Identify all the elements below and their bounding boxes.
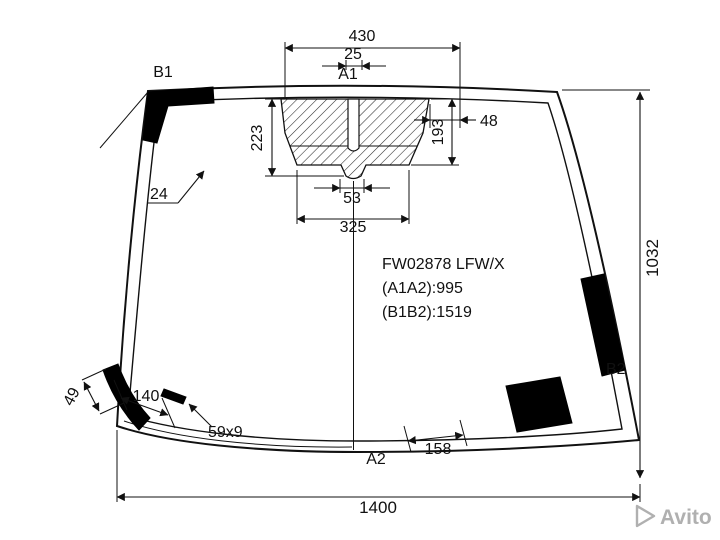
dim-24-label: 24: [150, 186, 168, 203]
windshield-lower-contour: [123, 420, 353, 448]
dim-1400: 1400: [116, 430, 641, 517]
point-b2-label: B2: [606, 361, 626, 378]
dim-48: 48: [414, 104, 498, 130]
windshield-glass: [99, 84, 641, 454]
dim-1032-label: 1032: [643, 239, 662, 277]
dim-25: 25: [322, 46, 386, 71]
dim-48-label: 48: [480, 113, 498, 130]
a1a2-distance: (A1A2):995: [382, 280, 463, 297]
mirror-bracket: [347, 98, 360, 152]
corner-reference-line: [99, 91, 149, 149]
dim-158-label: 158: [425, 441, 452, 458]
dim-193-label: 193: [430, 119, 447, 146]
point-a2-label: A2: [366, 451, 386, 468]
dim-1032: 1032: [562, 89, 662, 479]
dim-430-label: 430: [349, 28, 376, 45]
dim-223-label: 223: [249, 125, 266, 152]
dim-53-label: 53: [343, 190, 361, 207]
antenna-slot: [160, 388, 187, 405]
avito-logo-triangle: [635, 504, 656, 528]
dim-1400-label: 1400: [359, 498, 397, 517]
avito-watermark: Avito: [635, 504, 712, 529]
dim-158: 158: [403, 419, 468, 458]
blackout-band-right-b2: [580, 273, 626, 377]
dim-193: 193: [411, 98, 459, 166]
sensor-hatch-area: [280, 98, 430, 180]
point-a1-label: A1: [338, 66, 358, 83]
dim-430: 430: [284, 28, 461, 128]
part-info: FW02878 LFW/X (A1A2):995 (B1B2):1519: [382, 256, 505, 321]
dim-140-label: 140: [133, 388, 160, 405]
dim-59x9: 59x9: [160, 388, 243, 441]
dim-24: 24: [148, 170, 205, 204]
blackout-band-bottom-center: [505, 376, 573, 433]
dim-59x9-label: 59x9: [208, 424, 243, 441]
avito-watermark-text: Avito: [660, 506, 712, 529]
dim-49-label: 49: [60, 385, 83, 409]
dim-49: 49: [60, 368, 125, 415]
dim-25-label: 25: [344, 46, 362, 63]
dim-140: 140: [113, 379, 176, 429]
dim-223: 223: [249, 98, 344, 177]
part-code: FW02878 LFW/X: [382, 256, 505, 273]
dim-53: 53: [314, 179, 390, 207]
blackout-band-top-left-b1: [142, 86, 215, 144]
b1b2-distance: (B1B2):1519: [382, 304, 472, 321]
dim-325-label: 325: [340, 219, 367, 236]
windshield-inner-edge: [127, 96, 623, 442]
point-b1-label: B1: [153, 64, 173, 81]
dim-325: 325: [296, 170, 410, 236]
